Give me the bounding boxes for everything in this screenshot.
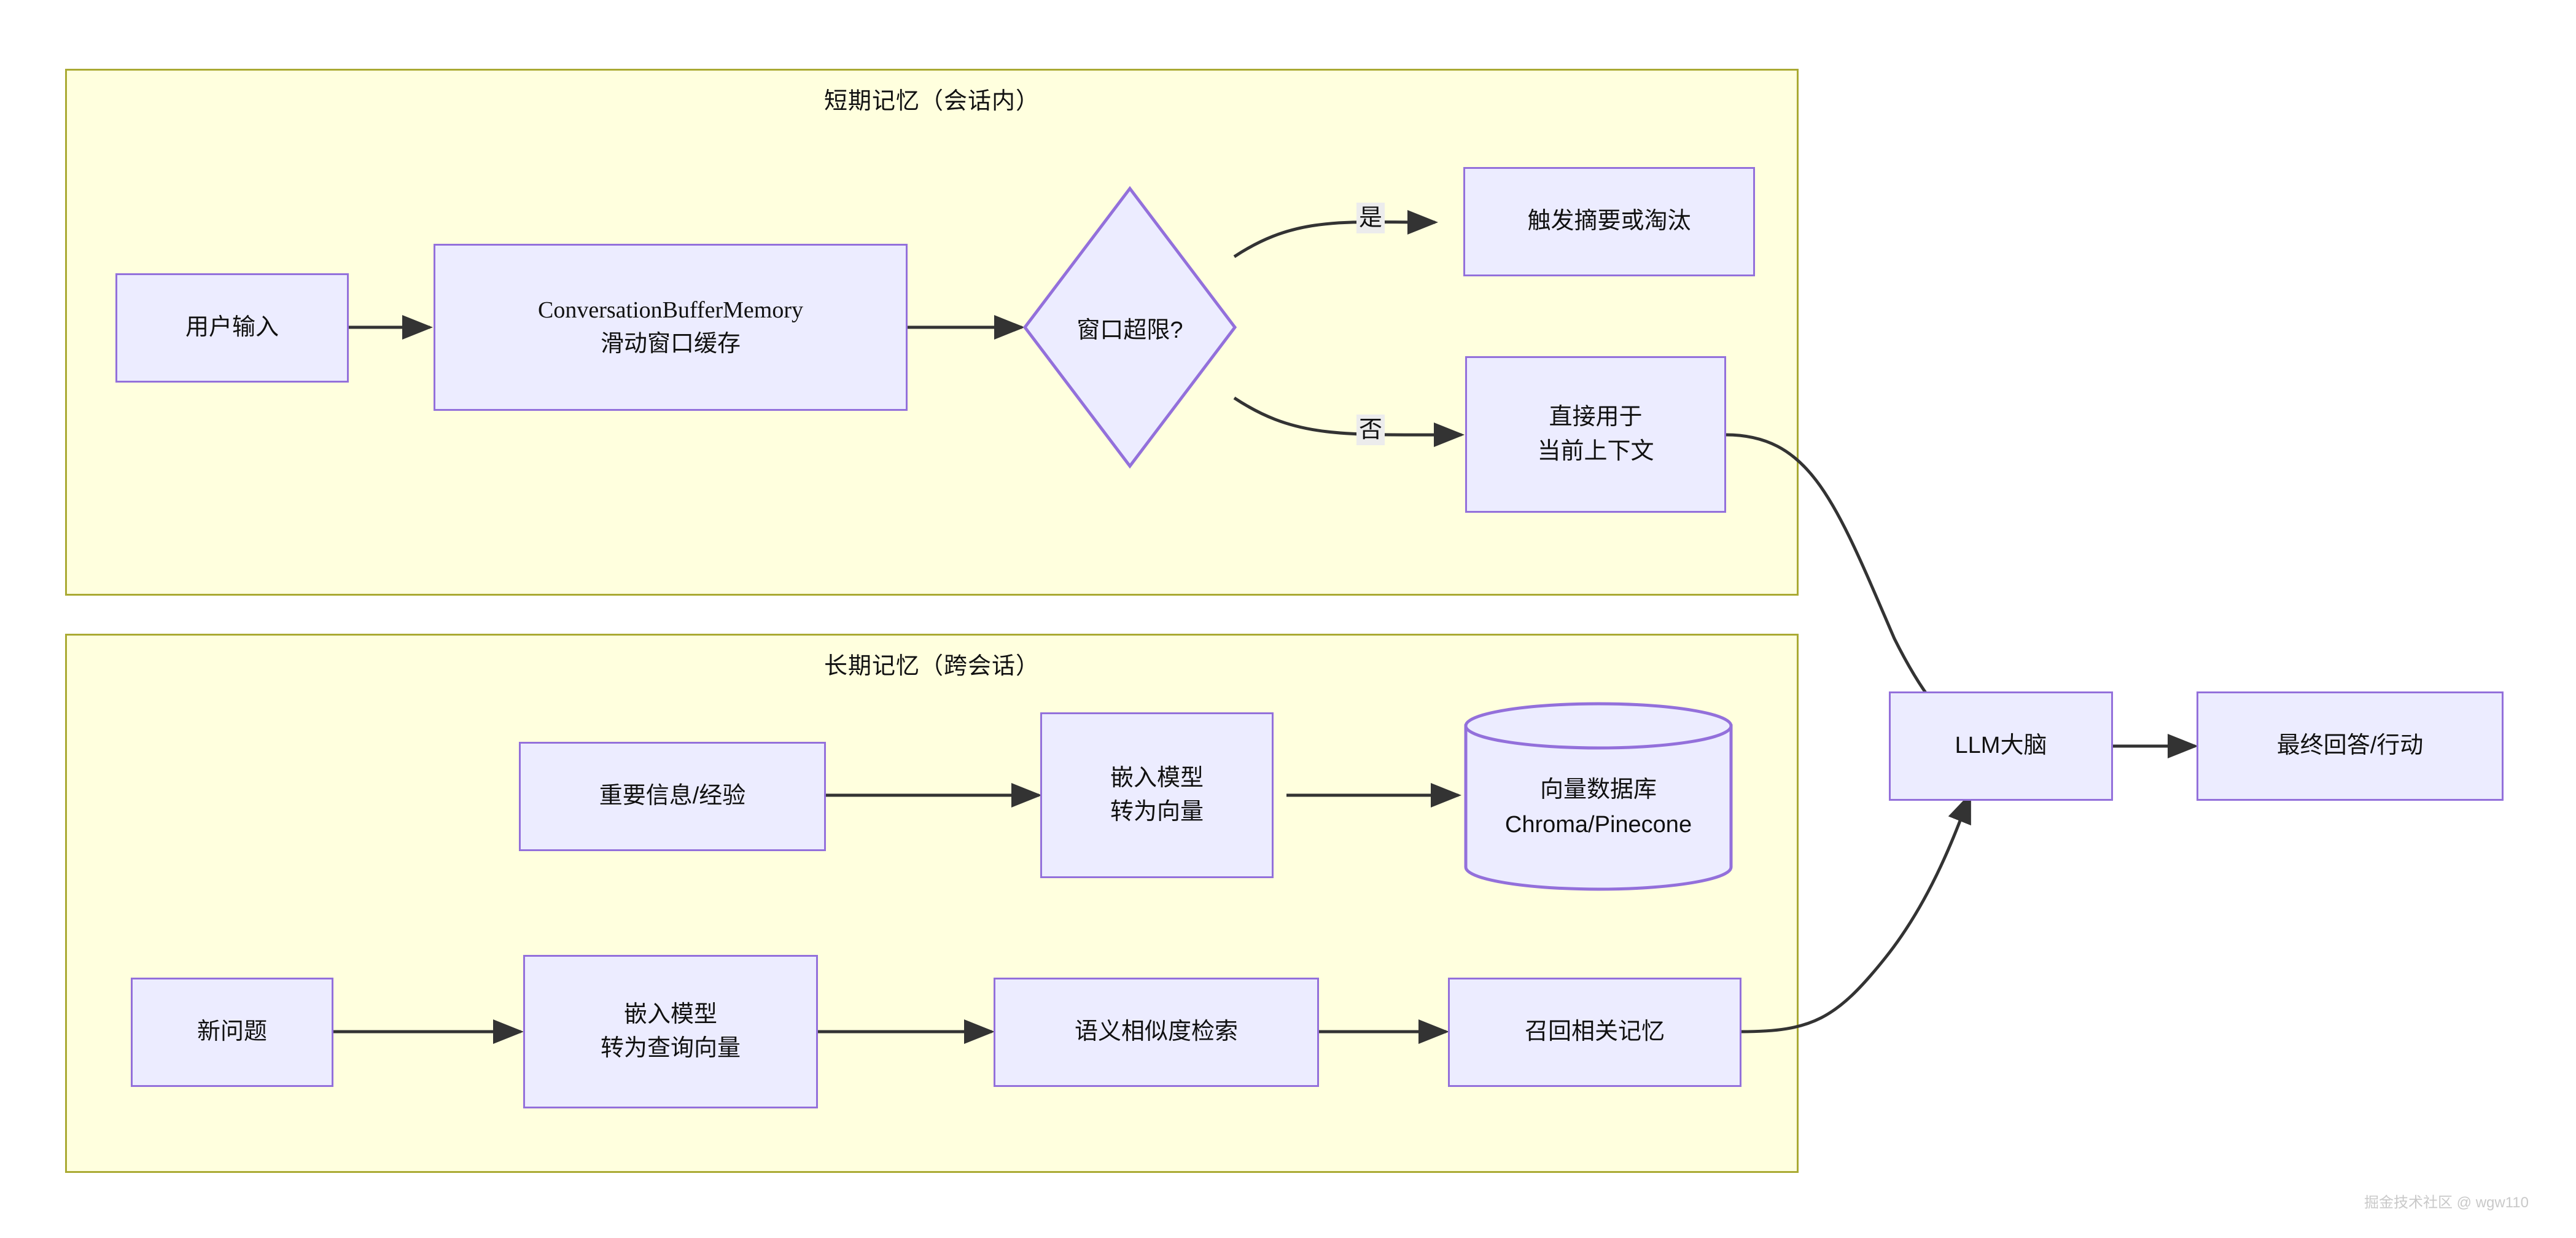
- cluster-short-term: 短期记忆（会话内）: [65, 69, 1799, 596]
- cylinder-shape-icon: [1464, 702, 1733, 891]
- node-direct-ctx-line-2: 当前上下文: [1537, 438, 1654, 464]
- node-final-answer-action[interactable]: 最终回答/行动: [2197, 691, 2504, 801]
- edge-label-yes-text: 是: [1359, 205, 1383, 231]
- node-vector-db-text: 向量数据库 Chroma/Pinecone: [1463, 773, 1734, 843]
- node-vector-db-line-1: 向量数据库: [1539, 777, 1657, 803]
- node-llm-brain-line-1: LLM大脑: [1955, 733, 2047, 759]
- node-llm-brain[interactable]: LLM大脑: [1889, 691, 2113, 801]
- node-embed-query-line-2: 转为查询向量: [600, 1035, 741, 1061]
- node-recall-line-1: 召回相关记忆: [1524, 1019, 1665, 1045]
- node-direct-current-context[interactable]: 直接用于 当前上下文: [1465, 356, 1726, 513]
- node-key-info-experience[interactable]: 重要信息/经验: [519, 742, 826, 851]
- node-summarize-line-1: 触发摘要或淘汰: [1527, 208, 1691, 235]
- node-embed-store-line-1: 嵌入模型: [1110, 765, 1204, 791]
- node-new-question-line-1: 新问题: [197, 1019, 267, 1045]
- cluster-short-term-title: 短期记忆（会话内）: [823, 88, 1040, 114]
- node-window-overflow-decision[interactable]: 窗口超限?: [1022, 186, 1237, 469]
- node-vector-database[interactable]: 向量数据库 Chroma/Pinecone: [1463, 701, 1734, 892]
- cluster-long-term-title: 长期记忆（跨会话）: [823, 653, 1040, 679]
- node-key-info-line-1: 重要信息/经验: [599, 783, 746, 809]
- watermark: 掘金技术社区 @ wgw110: [2364, 1190, 2529, 1212]
- diamond-shape-icon: [1022, 186, 1237, 469]
- node-conversation-buffer-memory[interactable]: ConversationBufferMemory 滑动窗口缓存: [434, 244, 908, 411]
- node-embedding-model-to-vector[interactable]: 嵌入模型 转为向量: [1040, 712, 1274, 878]
- node-user-input[interactable]: 用户输入: [115, 273, 349, 383]
- node-embedding-model-to-query-vector[interactable]: 嵌入模型 转为查询向量: [523, 955, 818, 1108]
- node-new-question[interactable]: 新问题: [131, 978, 333, 1087]
- node-direct-ctx-line-1: 直接用于: [1549, 404, 1643, 430]
- node-buffer-line-2: 滑动窗口缓存: [600, 331, 741, 357]
- watermark-text: 掘金技术社区 @ wgw110: [2364, 1194, 2529, 1211]
- node-final-answer-line-1: 最终回答/行动: [2276, 733, 2424, 759]
- edge-label-no: 否: [1356, 415, 1385, 445]
- edge-label-yes: 是: [1356, 203, 1385, 233]
- node-window-decision-label: 窗口超限?: [1076, 317, 1183, 343]
- node-vector-db-line-2: Chroma/Pinecone: [1504, 812, 1692, 838]
- node-embed-query-line-1: 嵌入模型: [623, 1001, 717, 1027]
- node-semantic-similarity-search[interactable]: 语义相似度检索: [994, 978, 1319, 1087]
- edge-label-no-text: 否: [1359, 417, 1383, 443]
- node-user-input-line-1: 用户输入: [185, 314, 279, 341]
- node-recall-related-memory[interactable]: 召回相关记忆: [1448, 978, 1741, 1087]
- node-embed-store-line-2: 转为向量: [1110, 799, 1204, 825]
- node-semantic-line-1: 语义相似度检索: [1074, 1019, 1238, 1045]
- node-trigger-summary-or-evict[interactable]: 触发摘要或淘汰: [1463, 167, 1755, 276]
- node-buffer-line-1: ConversationBufferMemory: [538, 297, 803, 323]
